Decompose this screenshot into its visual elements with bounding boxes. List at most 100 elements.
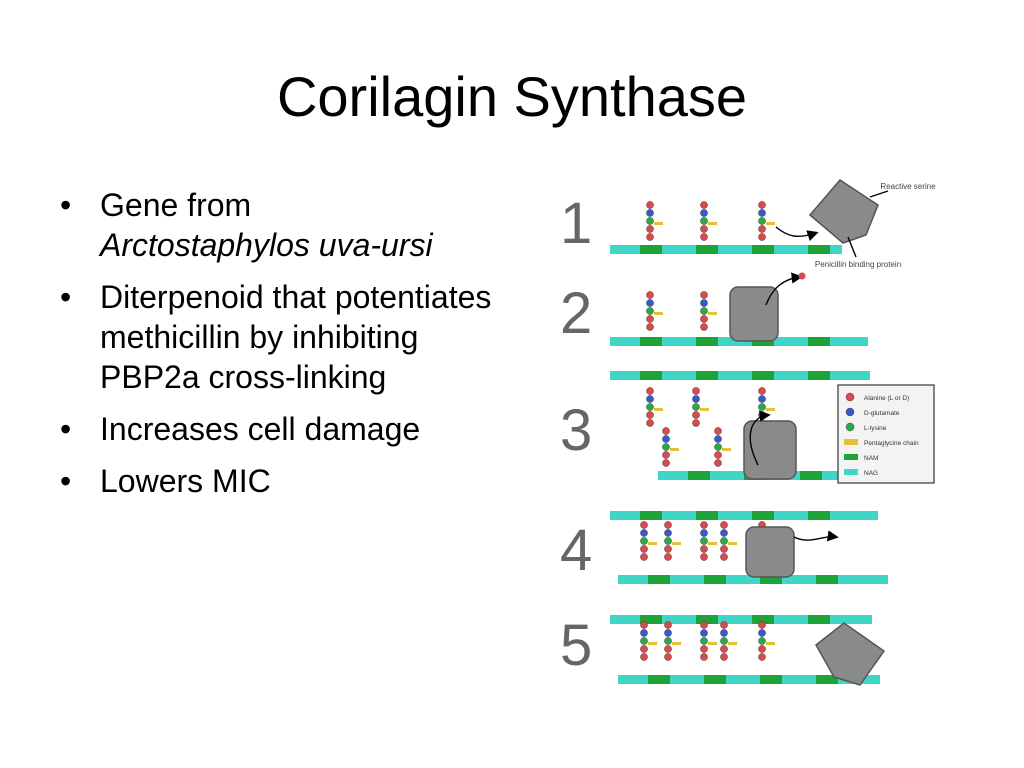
peptide-bead — [758, 233, 766, 241]
peptide-bead — [662, 459, 670, 467]
peptide-bead — [758, 621, 766, 629]
peptide-bead — [758, 225, 766, 233]
glycan-strand — [610, 245, 842, 254]
bullet-dot: • — [60, 411, 72, 447]
pentaglycine-bridge — [654, 222, 663, 225]
nam-block — [696, 371, 718, 380]
peptide-bead — [692, 395, 700, 403]
legend-label: NAG — [864, 470, 878, 477]
peptide-bead — [700, 621, 708, 629]
nam-block — [808, 337, 830, 346]
pentaglycine-bridge — [728, 542, 737, 545]
pbp-crosslinking-diagram: 1 2 3 4 5 Reactive serine Penicillin bin… — [560, 179, 936, 686]
pentaglycine-bridge — [708, 542, 717, 545]
legend-label: D-glutamate — [864, 410, 900, 417]
bullet-list: • Gene from Arctostaphylos uva-ursi • Di… — [58, 185, 498, 513]
step-number: 1 — [560, 191, 592, 256]
peptide-bead — [714, 427, 722, 435]
pentaglycine-bridge — [648, 542, 657, 545]
peptide-bead — [640, 621, 648, 629]
peptide-bead — [646, 387, 654, 395]
nam-block — [816, 675, 838, 684]
peptide-bead — [646, 323, 654, 331]
peptide-bead — [700, 299, 708, 307]
legend-swatch — [845, 422, 855, 432]
bullet-text: Diterpenoid that potentiates methicillin… — [100, 279, 492, 395]
pentaglycine-bridge — [700, 408, 709, 411]
peptide-bead — [646, 225, 654, 233]
pentaglycine-bridge — [722, 448, 731, 451]
peptide-bead — [646, 419, 654, 427]
pbp-protein-1 — [808, 179, 879, 244]
peptide-bead — [700, 537, 708, 545]
peptide-bead — [664, 545, 672, 553]
peptide-bead — [640, 629, 648, 637]
peptide-bead — [646, 217, 654, 225]
peptide-bead — [700, 233, 708, 241]
bullet-dot: • — [60, 463, 72, 499]
pentaglycine-bridge — [708, 222, 717, 225]
peptide-bead — [720, 537, 728, 545]
peptide-bead — [640, 553, 648, 561]
peptide-bead — [662, 427, 670, 435]
peptide-bead — [758, 387, 766, 395]
peptide-bead — [700, 291, 708, 299]
nam-block — [640, 511, 662, 520]
peptide-bead — [646, 307, 654, 315]
peptide-bead — [700, 323, 708, 331]
peptide-bead — [664, 637, 672, 645]
peptide-bead — [640, 637, 648, 645]
nam-block — [800, 471, 822, 480]
pbp-protein-5 — [815, 622, 886, 686]
peptide-bead — [700, 315, 708, 323]
pentaglycine-bridge — [708, 312, 717, 315]
peptide-bead — [700, 521, 708, 529]
peptide-bead — [646, 395, 654, 403]
nam-block — [752, 511, 774, 520]
nam-block — [640, 371, 662, 380]
bullet-text: Gene from — [100, 187, 252, 223]
glycan-strand — [610, 371, 870, 380]
peptide-bead — [700, 217, 708, 225]
peptide-bead — [720, 645, 728, 653]
pentaglycine-bridge — [654, 408, 663, 411]
peptide-bead — [758, 637, 766, 645]
glycan-strand — [618, 575, 888, 584]
legend-label: Alanine (L or D) — [864, 395, 909, 402]
glycan-strand — [610, 615, 872, 624]
peptide-bead — [758, 201, 766, 209]
peptide-bead — [720, 521, 728, 529]
pbp-proteins — [729, 179, 886, 686]
peptide-bead — [700, 653, 708, 661]
peptide-bead — [714, 451, 722, 459]
peptide-bead — [758, 653, 766, 661]
pentaglycine-bridge — [670, 448, 679, 451]
legend-swatch — [844, 469, 858, 475]
glycan-strand — [618, 675, 880, 684]
peptide-bead — [720, 629, 728, 637]
pentaglycine-bridge — [708, 642, 717, 645]
peptide-bead — [700, 629, 708, 637]
peptide-bead — [662, 435, 670, 443]
nam-block — [752, 245, 774, 254]
legend-label: NAM — [864, 455, 878, 462]
peptide-bead — [700, 645, 708, 653]
peptide-bead — [714, 459, 722, 467]
peptide-bead — [664, 629, 672, 637]
nam-block — [816, 575, 838, 584]
peptide-bead — [646, 299, 654, 307]
peptide-bead — [720, 553, 728, 561]
peptide-bead — [700, 529, 708, 537]
glycan-strand — [610, 511, 878, 520]
pentaglycine-bridge — [766, 222, 775, 225]
legend-swatch — [845, 392, 855, 402]
peptide-bead — [692, 411, 700, 419]
nam-block — [808, 615, 830, 624]
peptide-bead — [664, 653, 672, 661]
nam-block — [688, 471, 710, 480]
nam-block — [704, 575, 726, 584]
peptide-bead — [700, 637, 708, 645]
peptide-bead — [692, 387, 700, 395]
bullet-text: Increases cell damage — [100, 411, 421, 447]
peptide-bead — [720, 637, 728, 645]
